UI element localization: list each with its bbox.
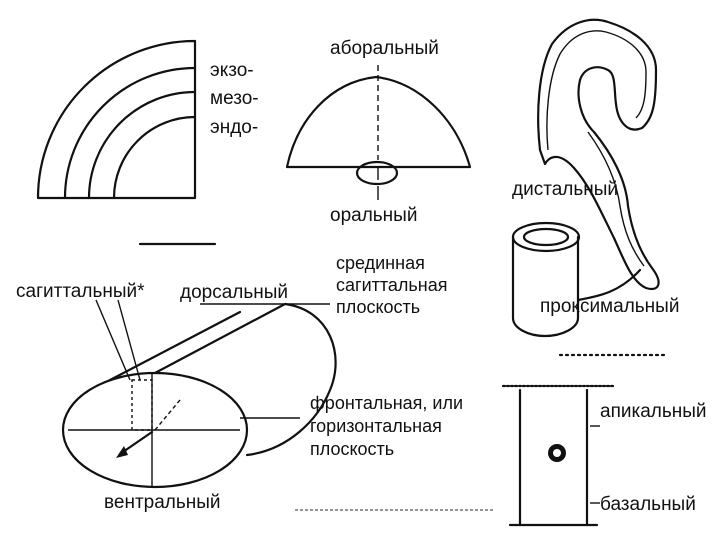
label-ecto: экзо-	[210, 60, 254, 81]
apical-basal-cell	[501, 384, 617, 527]
label-median-plane-3: плоскость	[336, 297, 421, 317]
label-distal: дистальный	[512, 179, 619, 200]
label-ventral: вентральный	[104, 492, 221, 513]
label-frontal-plane-3: плоскость	[310, 439, 395, 459]
label-frontal-plane-2: горизонтальная	[310, 416, 442, 436]
distal-hook-shape	[537, 18, 660, 291]
label-oral: оральный	[330, 205, 418, 226]
label-basal: базальный	[600, 494, 696, 515]
label-meso: мезо-	[210, 88, 259, 109]
label-frontal-plane-1: фронтальная, или	[310, 393, 464, 413]
germ-layers-quarter-circle	[36, 39, 197, 200]
proximal-cylinder	[511, 221, 642, 338]
label-endo: эндо-	[210, 117, 259, 138]
label-sagittal: сагиттальный*	[16, 281, 145, 302]
oral-aboral-dome	[285, 65, 472, 200]
body-cylinder-planes	[61, 299, 337, 489]
label-proximal: проксимальный	[540, 296, 680, 317]
label-apical: апикальный	[600, 401, 707, 422]
label-aboral: аборальный	[330, 38, 439, 59]
label-median-plane-1: срединная	[336, 253, 425, 273]
label-median-plane-2: сагиттальная	[336, 275, 448, 295]
label-dorsal: дорсальный	[180, 282, 289, 303]
